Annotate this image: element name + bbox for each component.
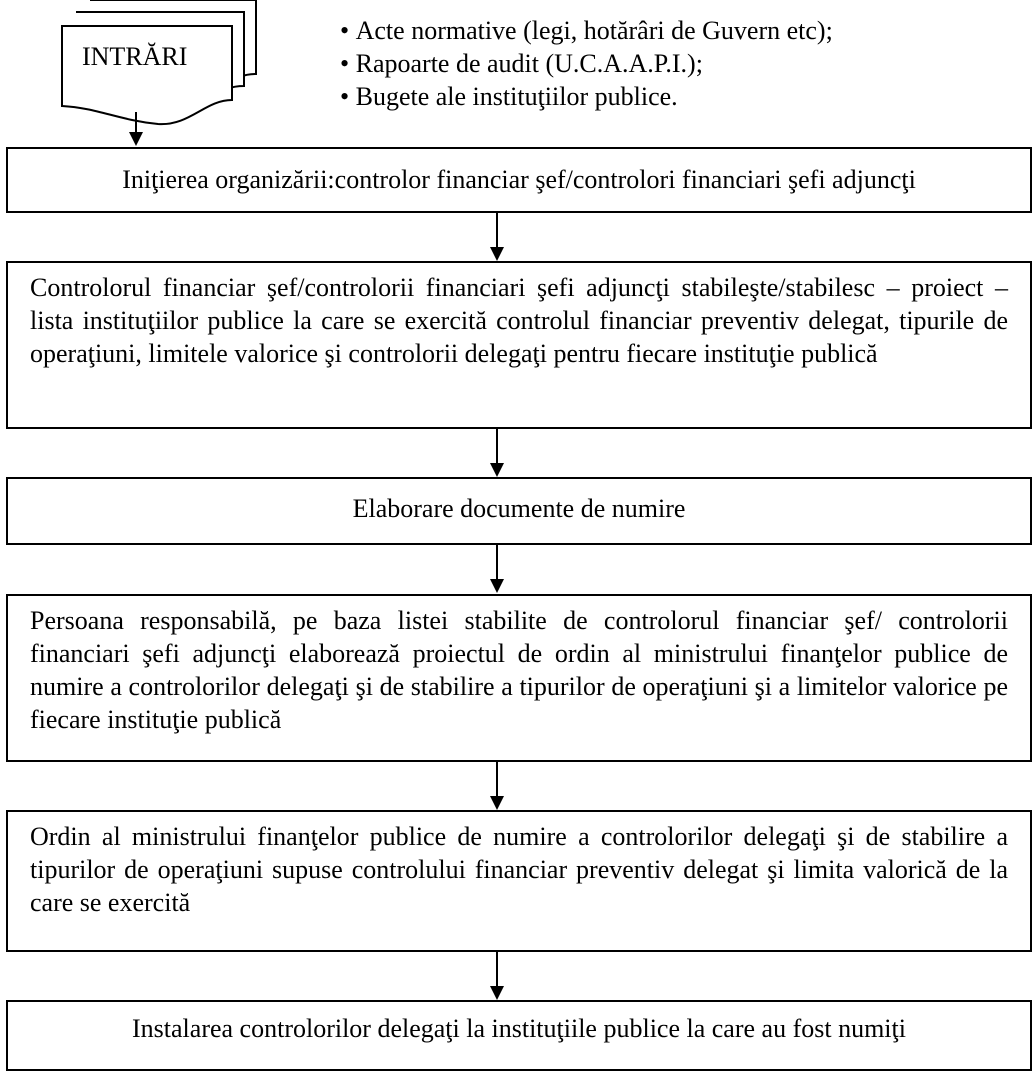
step-appointment-documents-text: Elaborare documente de numire <box>352 494 686 523</box>
flow-arrow-3 <box>490 545 504 593</box>
step-minister-order-box: Ordin al ministrului finanţelor publice … <box>6 810 1032 952</box>
inputs-label: INTRĂRI <box>82 42 188 71</box>
step-initiation-box: Iniţierea organizării:controlor financia… <box>6 147 1032 213</box>
step-minister-order-text: Ordin al ministrului finanţelor publice … <box>30 822 1008 917</box>
input-item: Bugete ale instituţiilor publice. <box>340 80 833 113</box>
flow-arrow-2 <box>490 429 504 477</box>
step-initiation-text: Iniţierea organizării:controlor financia… <box>122 165 916 194</box>
step-list-establishment-box: Controlorul financiar şef/controlorii fi… <box>6 261 1032 429</box>
step-installation-box: Instalarea controlorilor delegaţi la ins… <box>6 1000 1032 1071</box>
input-item: Rapoarte de audit (U.C.A.A.P.I.); <box>340 47 833 80</box>
flow-arrow-5 <box>490 952 504 1000</box>
input-item: Acte normative (legi, hotărâri de Guvern… <box>340 14 833 47</box>
step-appointment-documents-box: Elaborare documente de numire <box>6 477 1032 545</box>
step-list-establishment-text: Controlorul financiar şef/controlorii fi… <box>30 273 1008 368</box>
step-order-draft-text: Persoana responsabilă, pe baza listei st… <box>30 606 1008 734</box>
inputs-list: Acte normative (legi, hotărâri de Guvern… <box>340 14 833 113</box>
flow-arrow-1 <box>490 213 504 261</box>
step-order-draft-box: Persoana responsabilă, pe baza listei st… <box>6 594 1032 762</box>
step-installation-text: Instalarea controlorilor delegaţi la ins… <box>132 1014 906 1043</box>
flow-arrow-4 <box>490 762 504 810</box>
inputs-document-stack-icon <box>61 0 257 146</box>
